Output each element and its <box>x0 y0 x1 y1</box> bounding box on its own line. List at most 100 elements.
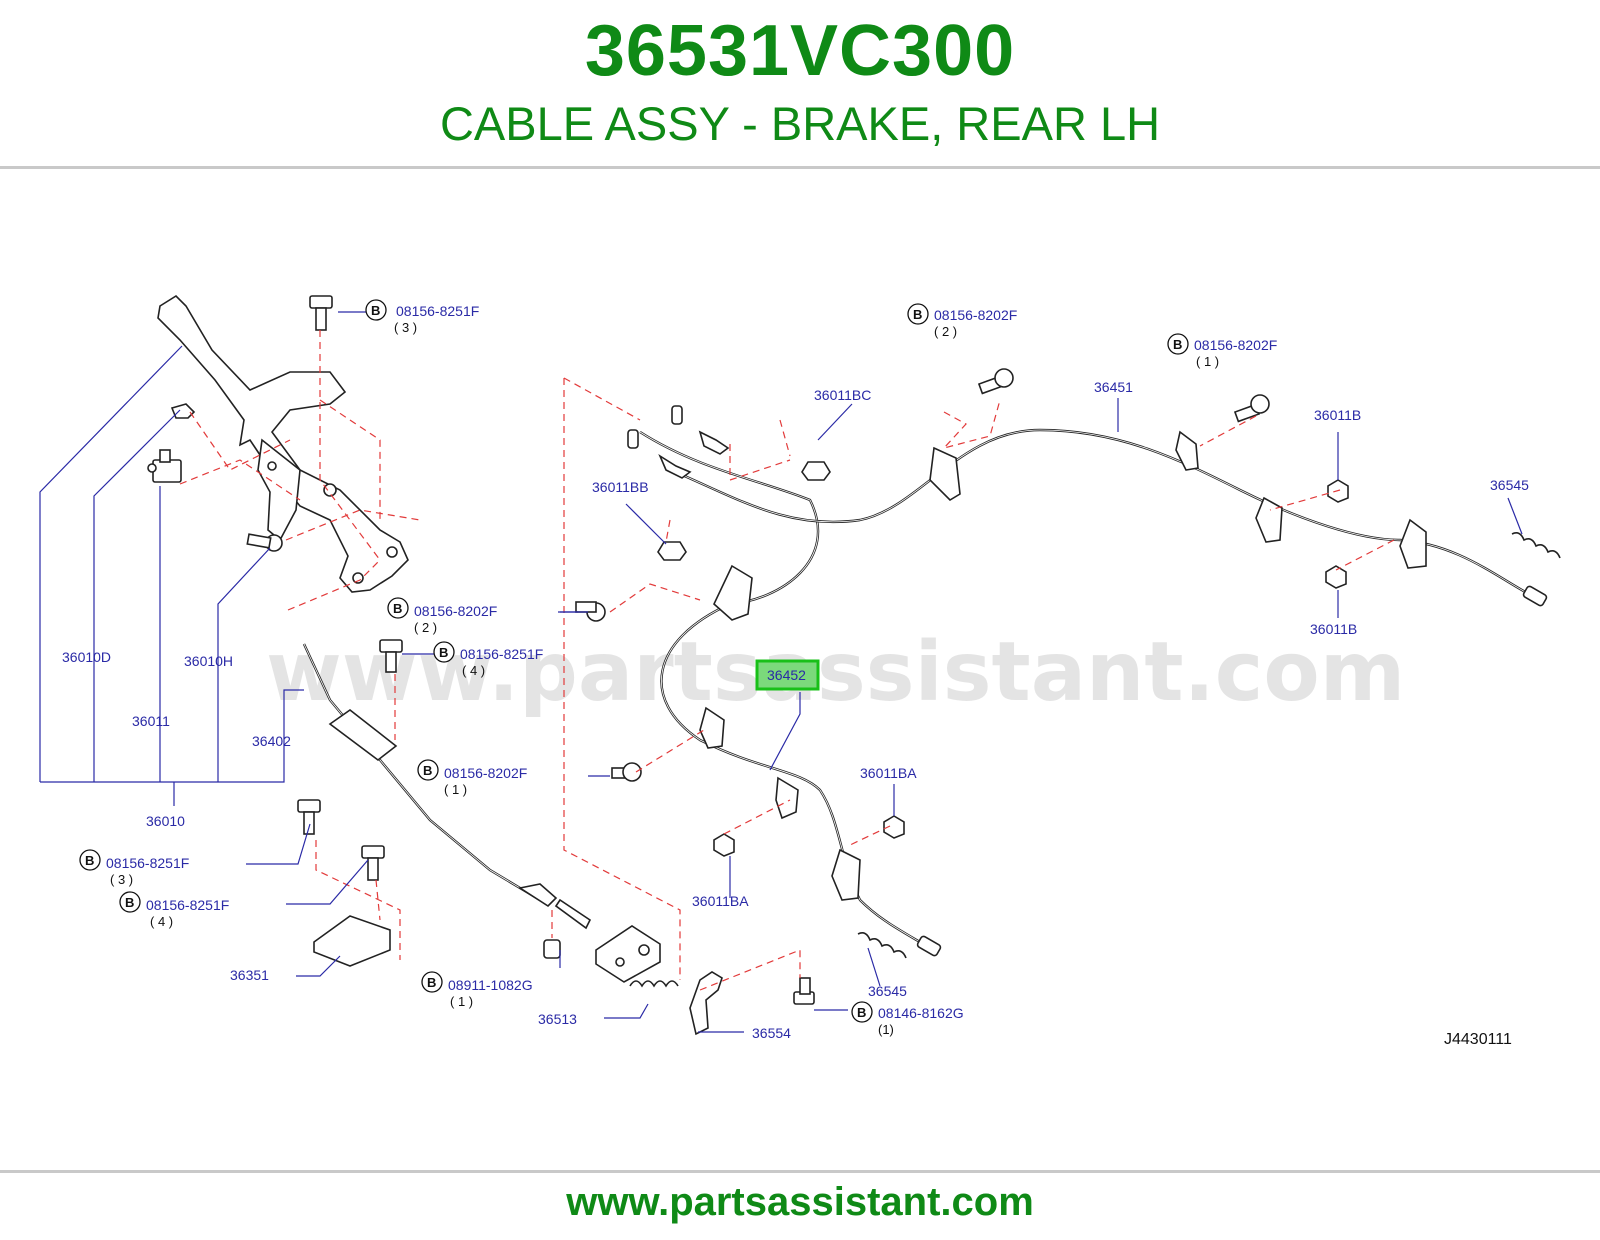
leader-lines <box>39 311 1523 1033</box>
callout-qty: ( 1 ) <box>444 782 467 797</box>
bolt-36351-area <box>297 799 391 967</box>
label-36011BA-bottom[interactable]: 36011BA <box>692 893 749 909</box>
callout-08156-8202F-1-low[interactable]: B 08156-8202F ( 1 ) <box>417 759 527 797</box>
b-badge-letter: B <box>393 601 402 616</box>
b-badge <box>365 299 387 321</box>
label-36011B-top[interactable]: 36011B <box>1314 407 1361 423</box>
label-36011BA-top[interactable]: 36011BA <box>860 765 917 781</box>
label-36010H[interactable]: 36010H <box>184 653 233 669</box>
label-36452[interactable]: 36452 <box>767 667 806 683</box>
nut-08911-1082G <box>543 939 561 959</box>
callout-part-number[interactable]: 08156-8202F <box>934 307 1017 323</box>
callout-part-number[interactable]: 08156-8251F <box>106 855 189 871</box>
callout-08911-1082G-1[interactable]: B 08911-1082G ( 1 ) <box>421 971 533 1009</box>
cable-end-pins <box>627 405 730 479</box>
footer-divider <box>0 1170 1600 1173</box>
part-number-title: 36531VC300 <box>584 11 1016 91</box>
label-36011[interactable]: 36011 <box>132 713 170 729</box>
callout-08156-8202F-2-mid[interactable]: B 08156-8202F ( 2 ) <box>387 597 497 635</box>
equalizer <box>595 925 661 983</box>
header-divider <box>0 166 1600 169</box>
b-badge-letter: B <box>423 763 432 778</box>
header: 36531VC300 CABLE ASSY - BRAKE, REAR LH <box>0 0 1600 168</box>
bolt-36010H <box>246 533 283 552</box>
cable-end-fittings <box>916 585 1548 957</box>
label-36513[interactable]: 36513 <box>538 1011 577 1027</box>
label-36545-right[interactable]: 36545 <box>1490 477 1529 493</box>
phantom-lines <box>179 330 1395 991</box>
callout-part-number[interactable]: 08156-8251F <box>146 897 229 913</box>
callout-08156-8251F-4-low[interactable]: B 08156-8251F ( 4 ) <box>119 891 229 929</box>
top-bolt-08156-8251F <box>309 295 333 331</box>
label-36351[interactable]: 36351 <box>230 967 269 983</box>
front-cable-36402 <box>302 643 592 930</box>
b-badge <box>907 303 929 325</box>
switch-36011 <box>147 449 182 483</box>
label-36011BB[interactable]: 36011BB <box>592 479 649 495</box>
callout-part-number[interactable]: 08156-8251F <box>460 646 543 662</box>
bracket-36554 <box>689 971 723 1036</box>
part-description: CABLE ASSY - BRAKE, REAR LH <box>439 97 1161 150</box>
diagram-code: J4430111 <box>1444 1031 1512 1048</box>
callout-qty: ( 3 ) <box>110 872 133 887</box>
highlight-36452[interactable]: 36452 <box>755 659 820 691</box>
callout-08156-8202F-1-top[interactable]: B 08156-8202F ( 1 ) <box>1167 333 1277 369</box>
callout-08156-8251F-3-top[interactable]: B 08156-8251F ( 3 ) <box>365 299 479 335</box>
callout-qty: ( 4 ) <box>462 663 485 678</box>
b-badge <box>1167 333 1189 355</box>
b-badge-letter: B <box>439 645 448 660</box>
label-36402[interactable]: 36402 <box>252 733 291 749</box>
b-badge <box>417 759 439 781</box>
b-badge <box>433 641 455 663</box>
callout-qty: ( 1 ) <box>450 994 473 1009</box>
callout-08156-8251F-4-mid[interactable]: B 08156-8251F ( 4 ) <box>433 641 543 678</box>
callout-08156-8202F-2-top[interactable]: B 08156-8202F ( 2 ) <box>907 303 1017 339</box>
callout-part-number[interactable]: 08911-1082G <box>448 977 533 993</box>
label-36554[interactable]: 36554 <box>752 1025 791 1041</box>
watermark-text: www.partsassistant.com <box>266 625 1405 720</box>
bolt-08156-8251F-mid <box>379 639 403 673</box>
b-badge <box>79 849 101 871</box>
b-badge <box>421 971 443 993</box>
callout-08156-8251F-3-low[interactable]: B 08156-8251F ( 3 ) <box>79 849 189 887</box>
label-36545-bottom[interactable]: 36545 <box>868 983 907 999</box>
callout-part-number[interactable]: 08156-8202F <box>444 765 527 781</box>
b-badge <box>119 891 141 913</box>
callout-qty: ( 3 ) <box>394 320 417 335</box>
callout-qty: ( 4 ) <box>150 914 173 929</box>
callout-part-number[interactable]: 08156-8251F <box>396 303 479 319</box>
spring-36513 <box>629 980 679 988</box>
label-36451[interactable]: 36451 <box>1094 379 1133 395</box>
bolts-right <box>611 368 1270 1005</box>
callout-08146-8162G-1[interactable]: B 08146-8162G (1) <box>851 1001 964 1037</box>
b-badge <box>387 597 409 619</box>
springs-36545 <box>857 532 1561 959</box>
callout-qty: (1) <box>878 1022 894 1037</box>
b-badge-letter: B <box>913 307 922 322</box>
bolt-callouts: B 08156-8251F ( 3 ) B 08156-8202F ( 2 ) … <box>79 299 1277 1037</box>
label-36011B-bottom[interactable]: 36011B <box>1310 621 1357 637</box>
b-badge-letter: B <box>857 1005 866 1020</box>
callout-part-number[interactable]: 08156-8202F <box>1194 337 1277 353</box>
b-badge-letter: B <box>125 895 134 910</box>
clip-36010D <box>170 403 196 419</box>
highlight-box[interactable] <box>755 659 820 691</box>
callout-qty: ( 2 ) <box>414 620 437 635</box>
brackets-cable <box>699 430 1427 901</box>
b-badge <box>851 1001 873 1023</box>
b-badge-letter: B <box>1173 337 1182 352</box>
callout-part-number[interactable]: 08146-8162G <box>878 1005 964 1021</box>
part-labels: 36010 36010D 36010H 36011 36402 36351 36… <box>62 379 1529 1041</box>
b-badge-letter: B <box>371 303 380 318</box>
label-36010[interactable]: 36010 <box>146 813 185 829</box>
b-badge-letter: B <box>85 853 94 868</box>
callout-qty: ( 1 ) <box>1196 354 1219 369</box>
callout-part-number[interactable]: 08156-8202F <box>414 603 497 619</box>
footer-url[interactable]: www.partsassistant.com <box>566 1180 1034 1224</box>
callout-qty: ( 2 ) <box>934 324 957 339</box>
b-badge-letter: B <box>427 975 436 990</box>
cable-36451 <box>679 428 1541 602</box>
label-36011BC[interactable]: 36011BC <box>814 387 871 403</box>
label-36010D[interactable]: 36010D <box>62 649 111 665</box>
